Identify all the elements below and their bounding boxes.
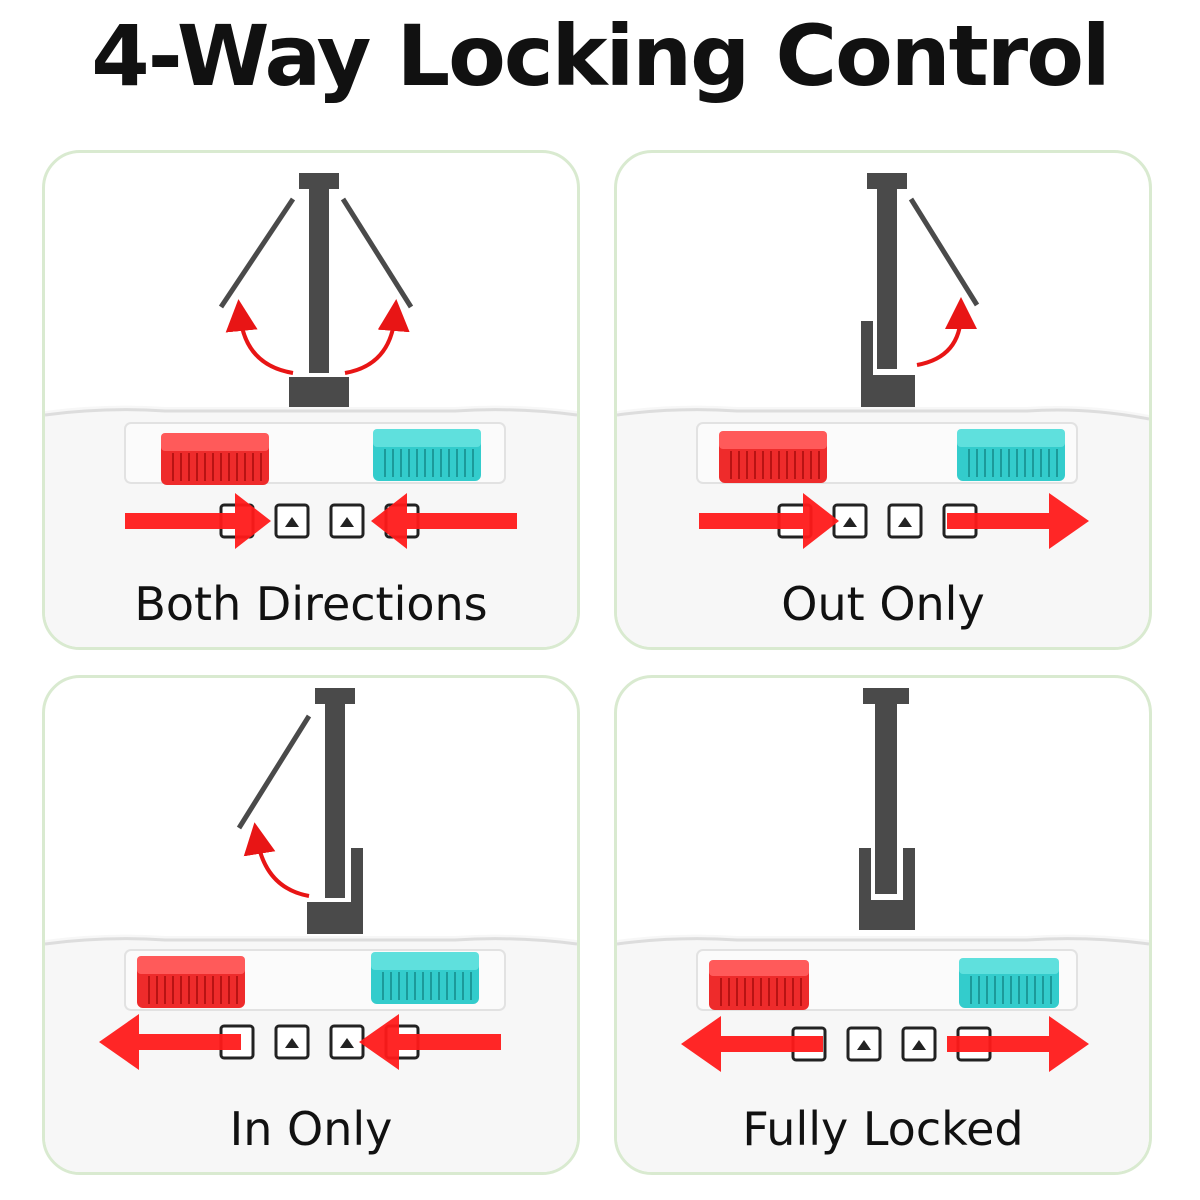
pet-door-flap-icon	[859, 688, 915, 930]
pet-door-flap-icon	[236, 688, 363, 934]
panel-label: In Only	[229, 1102, 393, 1156]
swing-out-arrow	[916, 297, 977, 367]
panel-label: Both Directions	[134, 577, 488, 631]
fully-locked-diagram	[617, 688, 1149, 1172]
teal-slider	[371, 952, 479, 1004]
panel-both-directions: Both Directions	[42, 150, 580, 650]
teal-slider	[373, 429, 481, 481]
teal-slider	[959, 958, 1059, 1008]
red-slider	[719, 431, 827, 483]
both-directions-diagram	[45, 173, 577, 647]
swing-out-arrow	[344, 299, 410, 375]
panel-fully-locked: Fully Locked	[614, 675, 1152, 1175]
in-only-diagram	[45, 688, 577, 1172]
panel-in-only: In Only	[42, 675, 580, 1175]
inward-arrows	[125, 493, 517, 549]
red-slider	[137, 956, 245, 1008]
panel-out-only: Out Only	[614, 150, 1152, 650]
page-title: 4-Way Locking Control	[91, 7, 1110, 105]
outward-arrows	[681, 1016, 1089, 1072]
teal-slider	[957, 429, 1065, 481]
inward-direction-arrows	[99, 1014, 501, 1070]
outward-arrows	[699, 493, 1089, 549]
panel-label: Out Only	[781, 577, 985, 631]
swing-in-arrow	[225, 299, 294, 375]
out-only-diagram	[617, 173, 1149, 647]
swing-in-arrow	[243, 822, 310, 898]
pet-door-flap-icon	[861, 173, 980, 407]
red-slider	[161, 433, 269, 485]
panel-label: Fully Locked	[742, 1102, 1024, 1156]
red-slider	[709, 960, 809, 1010]
pet-door-flap-icon	[218, 173, 414, 409]
